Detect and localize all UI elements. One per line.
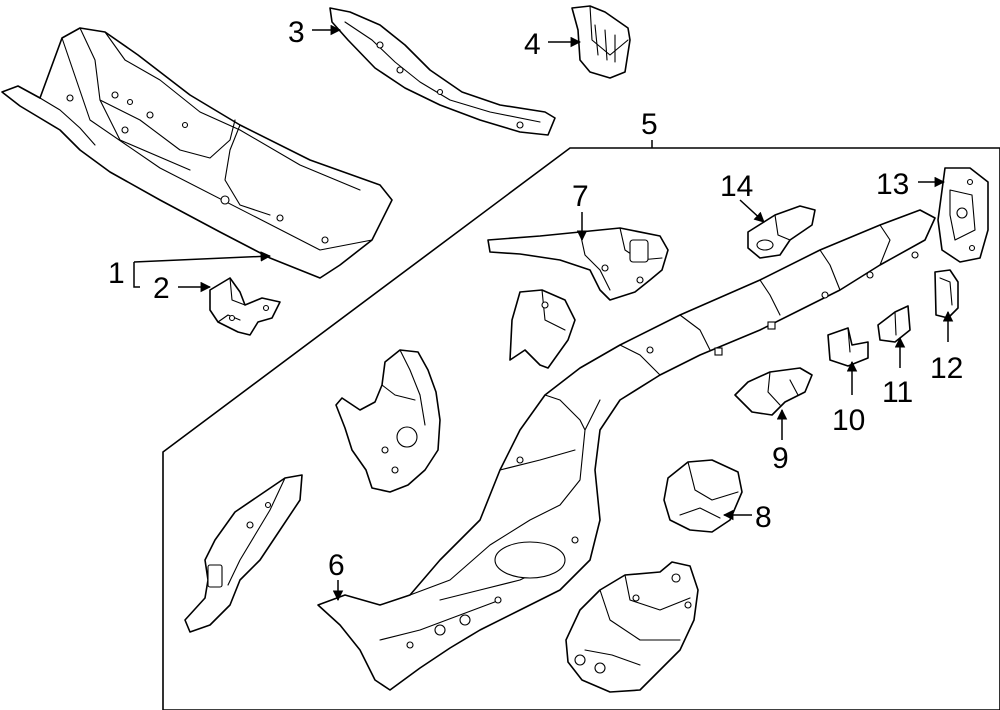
part-4-reinforcement[interactable] xyxy=(571,5,631,79)
callout-12: 12 xyxy=(930,352,963,385)
part-1-dash-panel[interactable] xyxy=(1,27,393,279)
part-11-bracket[interactable] xyxy=(877,305,911,343)
part-6-frame-rail[interactable] xyxy=(317,209,936,691)
callout-7: 7 xyxy=(572,180,589,213)
part-10-bracket[interactable] xyxy=(827,327,869,367)
callout-3: 3 xyxy=(288,16,305,49)
callout-5: 5 xyxy=(641,108,658,141)
part-side-bracket[interactable] xyxy=(184,474,303,633)
callout-13: 13 xyxy=(876,168,909,201)
leader-lines xyxy=(133,24,954,602)
callout-8: 8 xyxy=(755,501,772,534)
callout-6: 6 xyxy=(328,549,345,582)
callout-labels: 1 2 3 4 5 6 7 8 9 10 11 12 13 14 xyxy=(108,16,963,582)
callout-14: 14 xyxy=(720,170,753,203)
part-9-bracket[interactable] xyxy=(734,367,813,416)
assembly-5-outline xyxy=(162,147,1000,710)
part-8-bracket[interactable] xyxy=(663,459,743,533)
part-13-plate[interactable] xyxy=(937,167,989,263)
part-shock-tower[interactable] xyxy=(335,349,441,493)
callout-4: 4 xyxy=(524,28,541,61)
callout-11: 11 xyxy=(882,376,913,409)
callout-10: 10 xyxy=(832,404,865,437)
part-7b-bracket[interactable] xyxy=(509,289,576,369)
part-2-bracket[interactable] xyxy=(209,277,281,336)
callout-2: 2 xyxy=(153,272,170,305)
part-mount-bracket[interactable] xyxy=(565,561,699,693)
callout-1: 1 xyxy=(108,257,125,290)
part-7-bracket[interactable] xyxy=(487,227,669,301)
callout-9: 9 xyxy=(772,442,789,475)
part-12-bracket[interactable] xyxy=(934,269,959,319)
part-3-cowl-panel[interactable] xyxy=(329,7,556,136)
part-14-bracket[interactable] xyxy=(747,205,816,259)
